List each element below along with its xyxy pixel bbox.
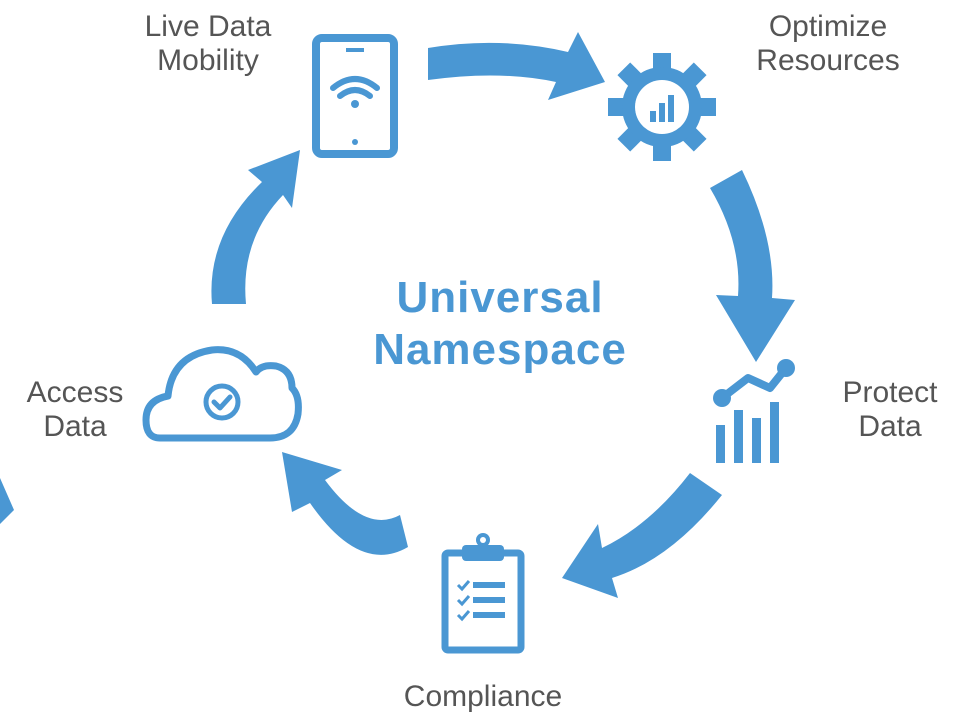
node-label-line: Compliance [403,680,563,713]
center-title: Universal Namespace [330,272,670,376]
trend-chart-icon [713,359,795,463]
cycle-arrow-left [211,150,300,304]
node-label-line: Data [43,410,107,443]
center-title-line2: Namespace [373,325,627,374]
tablet-wifi-icon [312,34,398,158]
clipboard-checklist-icon [441,533,525,654]
edge-arrow-fragment [0,478,14,524]
node-label-line: Protect [842,376,938,409]
node-label-compliance: Compliance [383,680,583,714]
cloud-check-icon [142,346,302,442]
center-title-line1: Universal [396,273,604,322]
node-label-line: Resources [756,44,900,77]
cycle-arrow-bottom-right [562,473,722,598]
node-label-line: Mobility [157,44,259,77]
node-label-protect-data: Protect Data [815,376,965,444]
node-label-optimize-resources: Optimize Resources [733,10,923,78]
cycle-arrow-right [710,170,795,362]
gear-chart-icon [608,53,716,161]
cycle-arrow-top [428,32,605,100]
node-label-line: Live Data [144,10,272,43]
node-label-access-data: Access Data [10,376,140,444]
cycle-arrow-bottom-left [282,452,408,555]
node-label-line: Access [26,376,124,409]
node-label-line: Optimize [768,10,888,43]
node-label-line: Data [858,410,922,443]
node-label-live-data-mobility: Live Data Mobility [118,10,298,78]
